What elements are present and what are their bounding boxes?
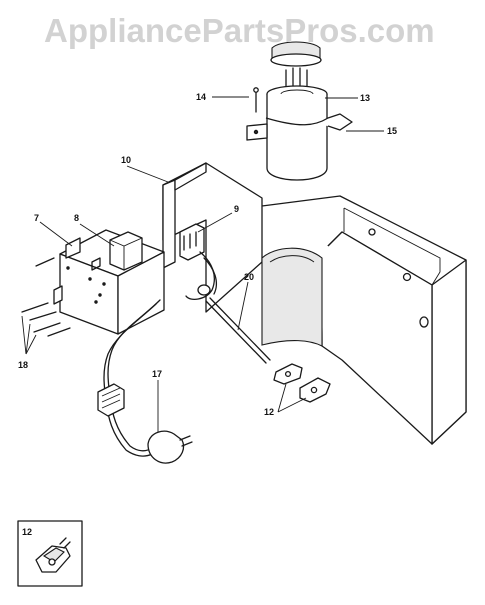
control-box-side — [117, 251, 165, 335]
screw — [21, 302, 49, 313]
screw — [29, 311, 57, 321]
inset-detail — [17, 520, 83, 587]
inset-clip-tabs — [59, 537, 71, 549]
leader-12 — [277, 383, 307, 413]
terminal-block — [179, 223, 205, 261]
callout-9: 9 — [234, 204, 239, 214]
capacitor-boot — [271, 41, 321, 58]
callout-20: 20 — [244, 272, 254, 282]
control-box — [21, 212, 233, 355]
screw-14-head — [253, 87, 259, 93]
leader-8 — [79, 223, 115, 247]
leader-18 — [21, 315, 37, 355]
leader-7 — [39, 221, 73, 247]
box-tab — [65, 237, 81, 259]
box-hole — [102, 282, 106, 286]
wire-harness — [185, 251, 215, 301]
relay-clip — [91, 257, 101, 271]
callout-12: 12 — [264, 407, 274, 417]
clip-hole — [310, 386, 318, 394]
clip-hole — [284, 370, 292, 378]
leader-20 — [237, 281, 249, 331]
duct-opening — [261, 247, 323, 347]
bracket-top — [174, 162, 207, 191]
grommet — [197, 284, 211, 296]
panel-hole — [419, 316, 429, 328]
screw — [35, 257, 55, 267]
capacitor-boot-rim — [270, 53, 322, 67]
capacitor-strap — [265, 113, 353, 131]
duct-curve — [269, 255, 315, 263]
screw — [33, 322, 61, 333]
terminal-pins — [183, 231, 197, 251]
panel-recess-edge — [343, 207, 441, 286]
strain-relief-ribs — [101, 387, 121, 409]
bracket-hole — [253, 129, 259, 135]
callout-7: 7 — [34, 213, 39, 223]
callout-8: 8 — [74, 213, 79, 223]
panel-hole — [402, 272, 412, 282]
callout-14: 14 — [196, 92, 206, 102]
callout-labels: 14 13 15 10 7 8 9 20 18 17 12 12 — [18, 92, 397, 537]
housing-panel — [126, 162, 467, 445]
callout-17: 17 — [152, 369, 162, 379]
strain-relief — [97, 383, 125, 417]
callout-15: 15 — [387, 126, 397, 136]
box-bracket — [53, 285, 63, 305]
sensor-wire — [209, 297, 271, 361]
wiring — [97, 251, 331, 464]
sensor-wire — [205, 300, 267, 364]
inset-clip-hole — [48, 558, 56, 566]
callout-10: 10 — [121, 155, 131, 165]
relay-edges — [109, 237, 143, 270]
box-hole — [98, 293, 102, 297]
capacitor-terminals — [285, 67, 308, 93]
relay — [109, 231, 143, 271]
callout-13: 13 — [360, 93, 370, 103]
callout-18: 18 — [18, 360, 28, 370]
leader-9 — [197, 212, 233, 233]
callout-12-inset: 12 — [22, 527, 32, 537]
box-hole — [94, 300, 98, 304]
capacitor-assembly — [212, 41, 384, 181]
power-plug — [147, 430, 185, 464]
plug-prongs — [179, 435, 193, 447]
side-flange — [431, 259, 467, 445]
box-hole — [88, 277, 92, 281]
leader-10 — [126, 165, 169, 183]
mounting-bracket — [162, 179, 176, 269]
screw — [47, 327, 71, 337]
capacitor-body — [266, 94, 328, 181]
panel-hole — [368, 228, 376, 236]
wire-harness — [203, 257, 218, 295]
box-hole — [66, 266, 70, 270]
